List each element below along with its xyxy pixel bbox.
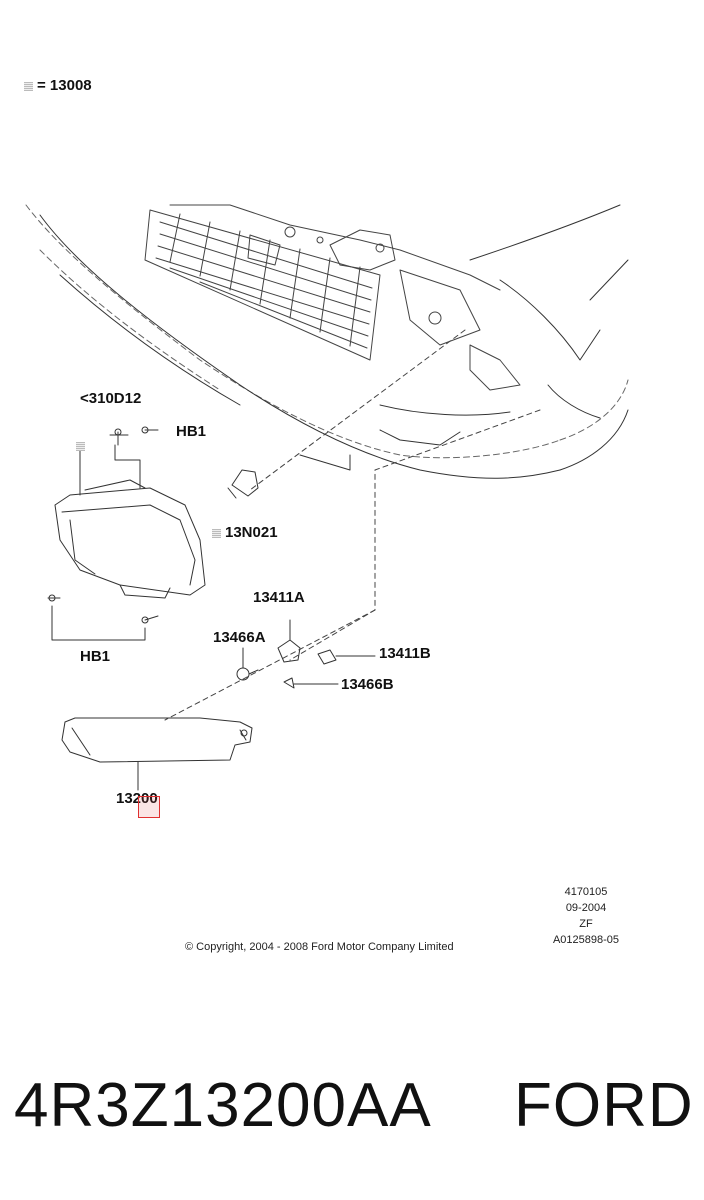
- brand-name: FORD: [514, 1071, 694, 1140]
- bulb-13466b: [283, 677, 339, 689]
- socket-13411a: [277, 619, 301, 663]
- hatched-square-icon: [76, 441, 85, 451]
- grille: [144, 209, 381, 361]
- meta-line-1: 4170105: [564, 886, 608, 898]
- selected-part-highlight[interactable]: [138, 796, 160, 818]
- callout-13008-marker: [76, 437, 89, 454]
- callout-13411b: 13411B: [379, 645, 431, 662]
- headlamp-assembly: [47, 426, 206, 624]
- meta-line-3: ZF: [579, 918, 593, 930]
- leader-lines: [164, 329, 541, 721]
- hatched-square-icon: [212, 528, 221, 538]
- bulb-13466a: [236, 647, 259, 681]
- part-number: 4R3Z13200AA: [14, 1071, 432, 1140]
- radiator-support: [169, 204, 521, 391]
- socket-13411b: [317, 649, 376, 665]
- meta-line-4: A0125898-05: [552, 934, 620, 946]
- bumper-lines: [39, 204, 629, 479]
- callout-13411a: 13411A: [253, 589, 305, 606]
- callout-hb1-top: HB1: [176, 423, 207, 440]
- hatched-square-icon: [24, 81, 33, 91]
- callout-13466a: 13466A: [213, 629, 266, 646]
- callout-hb1-bottom: HB1: [80, 648, 111, 665]
- drawing-meta: 4170105 09-2004 ZF A0125898-05: [541, 884, 631, 948]
- bumper-fascia: [25, 204, 629, 459]
- parking-lamp-assembly: [61, 717, 253, 791]
- hb1-bracket: [51, 605, 146, 641]
- callout-310d12: <310D12: [80, 390, 142, 407]
- callout-13n021: 13N021: [212, 524, 278, 541]
- legend-text: = 13008: [37, 77, 92, 94]
- callout-13466b: 13466B: [341, 676, 394, 693]
- callout-13n021-text: 13N021: [225, 524, 278, 541]
- legend: = 13008: [24, 77, 92, 94]
- meta-line-2: 09-2004: [565, 902, 607, 914]
- headlamp-bulb: [227, 469, 259, 499]
- callout-13200: 13200: [116, 790, 158, 807]
- copyright-text: © Copyright, 2004 - 2008 Ford Motor Comp…: [185, 941, 454, 953]
